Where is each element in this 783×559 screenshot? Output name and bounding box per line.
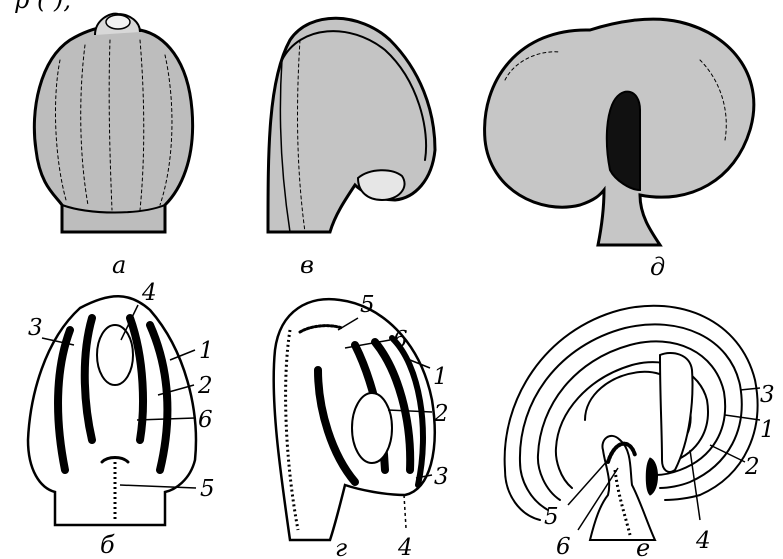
panel-d-drawing	[485, 19, 754, 245]
panel-g-num-3: 3	[434, 464, 449, 490]
panel-g-num-5: 5	[360, 292, 375, 318]
panel-e-num-3: 3	[760, 382, 775, 408]
panel-e-num-1: 1	[760, 417, 775, 443]
funiculus-e	[590, 436, 655, 540]
top-caption-fragment: р ( ),	[14, 0, 71, 14]
panel-b-num-6: 6	[198, 407, 213, 433]
panel-d-letter: д	[650, 253, 665, 281]
panel-b-drawing	[28, 296, 196, 525]
panel-v-drawing	[268, 18, 435, 232]
panel-a-drawing	[34, 14, 192, 232]
panel-e-num-6: 6	[556, 534, 571, 559]
embryo-sac-g	[352, 393, 392, 463]
panel-v-letter: в	[300, 251, 314, 279]
panel-e-letter: е	[636, 534, 650, 559]
panel-a-letter: а	[112, 251, 126, 279]
micropyle-v	[358, 170, 405, 200]
panel-b-letter: б	[100, 531, 115, 559]
panel-b-num-2: 2	[197, 373, 213, 399]
ovule-body-a	[34, 26, 192, 232]
panel-g-num-1: 1	[433, 364, 448, 390]
panel-e-num-5: 5	[544, 504, 559, 530]
embryo-sac-b	[97, 325, 133, 385]
panel-g-num-6: 6	[393, 327, 408, 353]
ovule-body-v	[268, 18, 435, 232]
panel-e-num-2: 2	[744, 454, 760, 480]
panel-b-num-4: 4	[141, 280, 157, 306]
panel-e-drawing	[505, 306, 760, 540]
panel-e-num-4: 4	[695, 528, 711, 554]
panel-g-drawing	[274, 299, 435, 540]
panel-g-num-4: 4	[397, 535, 413, 559]
panel-g-letter: г	[335, 534, 347, 559]
panel-b-num-5: 5	[200, 476, 215, 502]
panel-b-num-1: 1	[199, 338, 214, 364]
panel-g-num-2: 2	[433, 401, 449, 427]
panel-b-num-3: 3	[28, 315, 43, 341]
